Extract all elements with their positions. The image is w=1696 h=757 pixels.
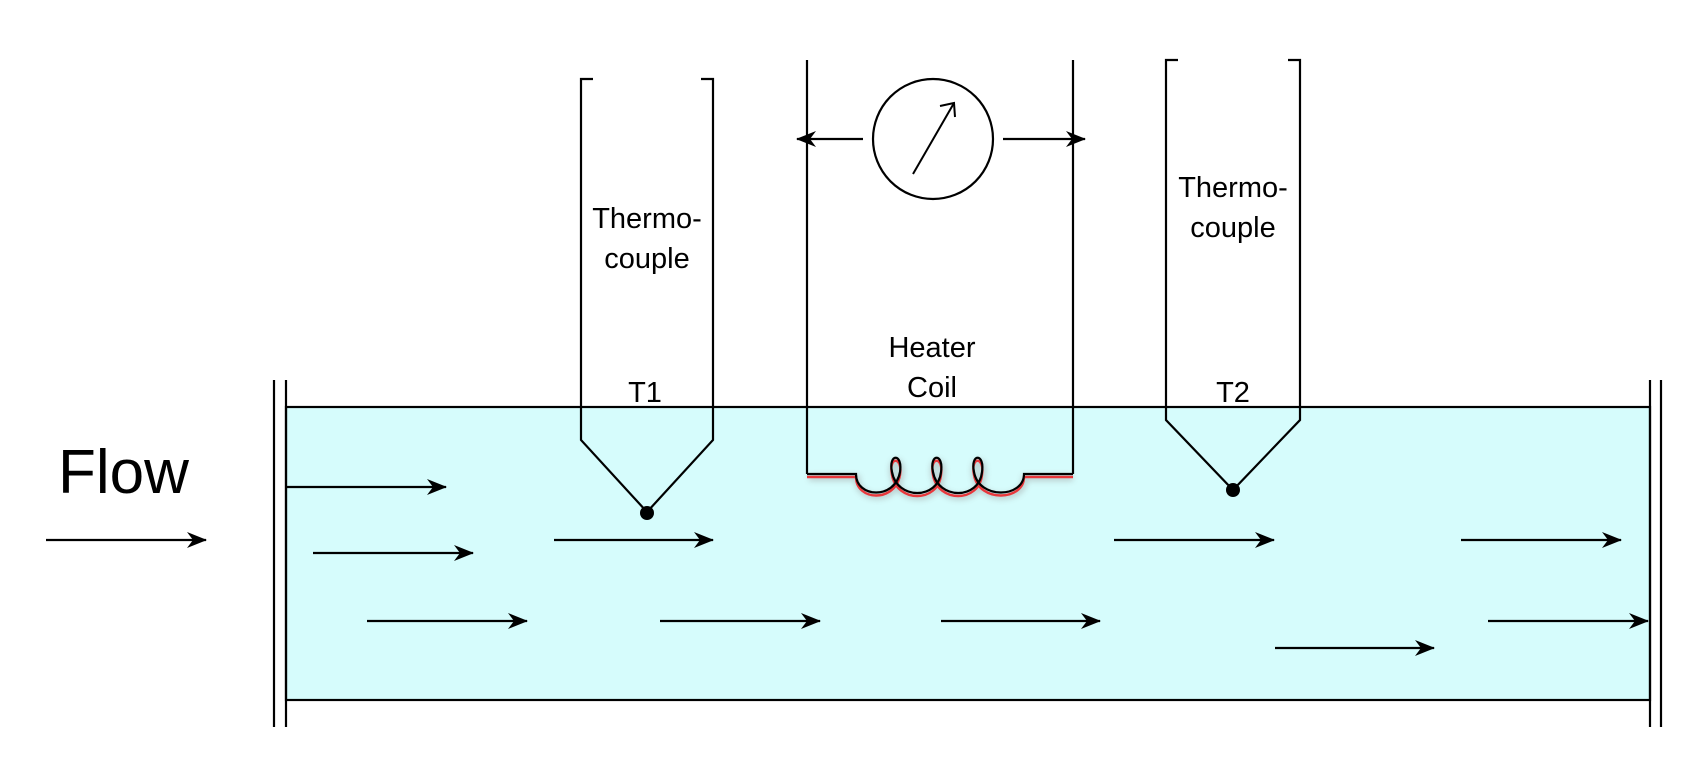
t1-label: T1 — [628, 377, 662, 409]
thermocouple-t1-label-line1: Thermo- — [592, 203, 702, 235]
t2-label: T2 — [1216, 377, 1250, 409]
meter-needle-tip — [939, 101, 956, 118]
ammeter-gauge-icon — [796, 77, 1086, 201]
heater-label-line2: Coil — [907, 372, 957, 404]
thermocouple-t2-label-line2: couple — [1190, 212, 1275, 244]
thermocouple-t1-label-line2: couple — [604, 243, 689, 275]
heater-circuit: Heater Coil — [805, 60, 1075, 500]
thermocouple-t2-junction — [1226, 483, 1240, 497]
heater-coil-icon — [807, 456, 1073, 495]
heater-label-line1: Heater — [888, 332, 975, 364]
thermocouple-t1-junction — [640, 506, 654, 520]
thermocouple-t2-label-line1: Thermo- — [1178, 172, 1288, 204]
thermocouple-t2: Thermo- couple T2 — [1164, 58, 1302, 497]
fluid-channel — [284, 405, 1652, 702]
meter-needle — [912, 102, 955, 175]
flow-label: Flow — [58, 438, 189, 507]
flow-arrows — [287, 479, 1649, 656]
thermocouple-t1: Thermo- couple T1 — [579, 77, 715, 520]
